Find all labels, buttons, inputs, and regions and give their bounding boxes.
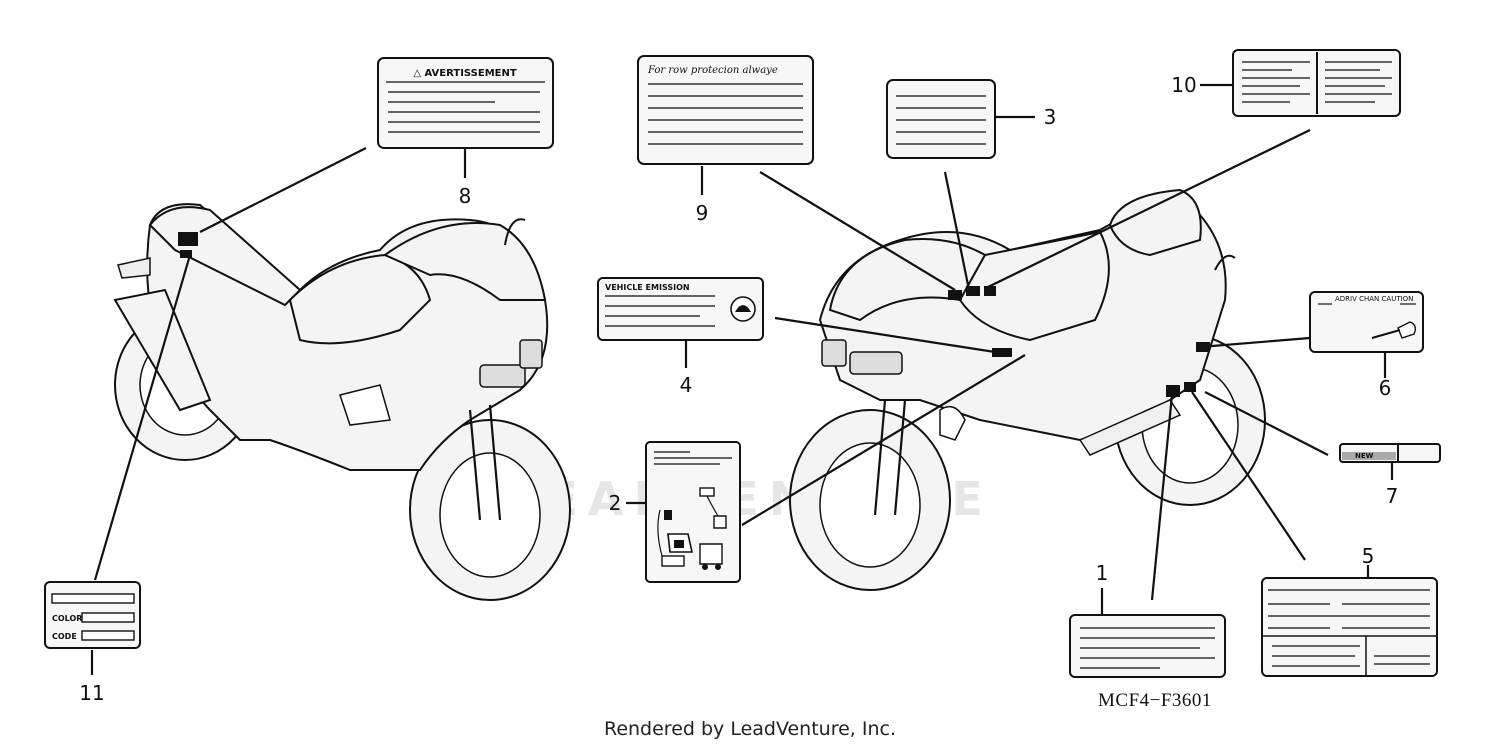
label-7-text: NEW [1355,452,1374,460]
callout-10: 10 [1171,73,1196,97]
label-5: 5 [1261,544,1438,677]
left-motorcycle [113,203,571,601]
footer-credit: Rendered by LeadVenture, Inc. [603,718,897,740]
callout-6: 6 [1379,376,1392,400]
callout-7: 7 [1386,484,1399,508]
label-4: VEHICLE EMISSION 4 [597,277,764,397]
right-motorcycle [789,188,1266,591]
label-6-text: ADRIV CHAN CAUTION [1335,295,1413,303]
label-11-code: CODE [52,632,77,641]
label-8: △ AVERTISSEMENT 8 [377,57,554,208]
callout-11: 11 [79,681,104,705]
callout-2: 2 [609,491,622,515]
label-11-color: COLOR [52,614,82,623]
callout-3: 3 [1044,105,1057,129]
label-10: 10 [1171,49,1401,117]
callout-5: 5 [1362,544,1375,568]
label-4-text: VEHICLE EMISSION [605,283,690,292]
leader-lines [93,129,1329,601]
callout-9: 9 [696,201,709,225]
label-11: COLOR CODE 11 [44,581,141,705]
label-2: 2 [609,441,741,583]
label-7: NEW 7 [1339,443,1441,508]
callout-1: 1 [1096,561,1109,585]
label-8-heading: △ AVERTISSEMENT [413,68,517,79]
label-3: 3 [886,79,1057,159]
callout-8: 8 [459,184,472,208]
diagram-code: MCF4−F3601 [1098,690,1212,711]
label-1: 1 [1069,561,1226,678]
label-9: For row protecion alwaye 9 [637,55,814,225]
label-9-text: For row protecion alwaye [647,65,778,76]
callout-4: 4 [680,373,693,397]
label-6: ADRIV CHAN CAUTION 6 [1309,291,1424,400]
